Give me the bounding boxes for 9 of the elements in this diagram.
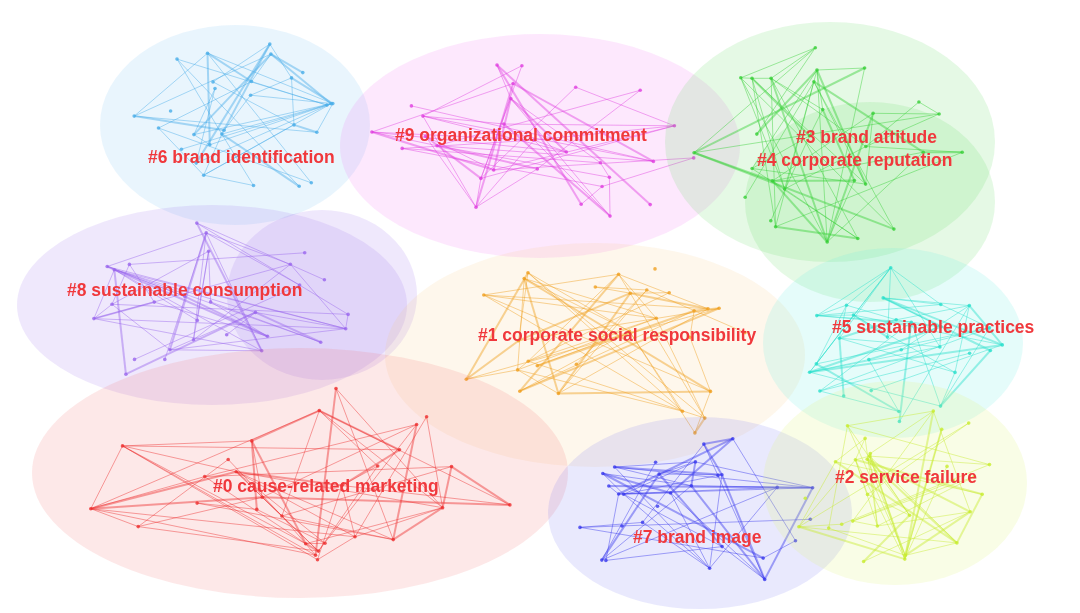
cluster-label: #7 brand image (633, 527, 762, 547)
cluster-label: #3 brand attitude (796, 127, 937, 147)
cluster-label: #8 sustainable consumption (67, 280, 303, 300)
cluster-label: #1 corporate social responsibility (478, 325, 757, 345)
cluster-label: #5 sustainable practices (832, 317, 1035, 337)
cluster-label: #4 corporate reputation (757, 150, 953, 170)
cluster-label: #9 organizational commitment (395, 125, 647, 145)
cluster-label: #2 service failure (835, 467, 978, 487)
cluster-label: #6 brand identification (148, 147, 335, 167)
